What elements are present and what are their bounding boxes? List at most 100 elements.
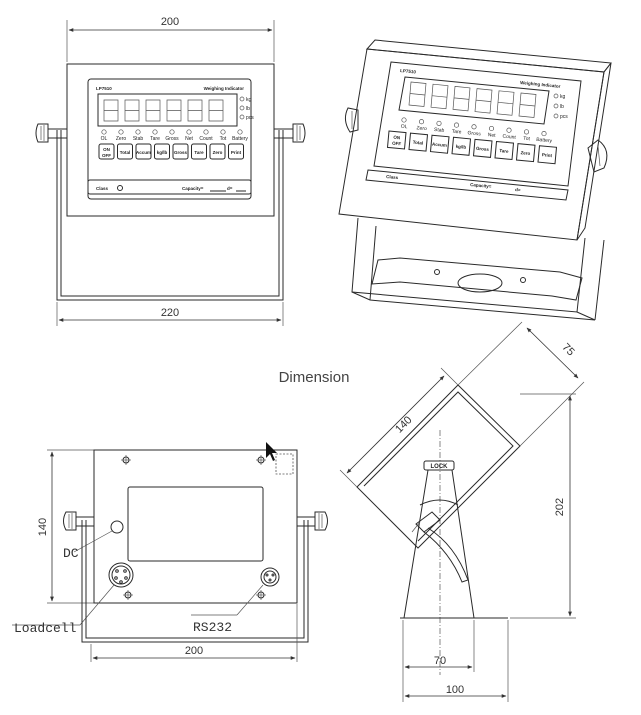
iso-key-label: Total — [413, 140, 424, 146]
front-key[interactable] — [117, 143, 133, 160]
front-key[interactable] — [154, 143, 170, 160]
front-device-label: Weighing Indicator — [204, 86, 245, 91]
front-key[interactable] — [98, 143, 115, 160]
front-key-label: Tare — [194, 150, 204, 155]
front-key-label: kg/lb — [157, 150, 168, 155]
front-digit — [124, 99, 140, 122]
iso-capacity-label: Capacity= — [470, 182, 492, 189]
front-indicator-label: Count — [199, 136, 213, 142]
iso-key[interactable] — [451, 136, 472, 156]
iso-indicator-led — [488, 125, 495, 132]
front-knob-right — [273, 123, 306, 143]
front-key[interactable] — [135, 143, 152, 160]
back-window — [127, 486, 264, 562]
iso-class-label: Class — [386, 174, 399, 180]
iso-capacity-suffix: d= — [515, 187, 521, 193]
iso-key[interactable] — [494, 140, 515, 161]
front-status-led — [239, 96, 245, 102]
iso-key[interactable] — [429, 134, 450, 154]
front-indicator-led — [186, 129, 192, 135]
iso-key-label: Tare — [499, 148, 509, 154]
front-status-led — [239, 105, 245, 111]
front-key[interactable] — [228, 143, 244, 160]
iso-indicator-led — [541, 131, 547, 137]
iso-key[interactable] — [408, 132, 429, 152]
iso-indicator-led — [453, 122, 460, 128]
front-key[interactable] — [172, 143, 189, 160]
iso-indicator-label: Stab — [434, 127, 445, 134]
front-digits — [103, 99, 224, 122]
iso-status-led-label: kg — [560, 94, 566, 100]
front-indicator-led — [101, 129, 107, 135]
iso-indicator-label: Count — [502, 134, 516, 141]
front-key-label: Zero — [213, 150, 223, 155]
drawing-title: Dimension — [279, 369, 350, 386]
side-view: LOCK 140 75 202 70 100 — [339, 321, 585, 702]
front-indicator-led — [152, 129, 158, 135]
side-dim-base-inner: 70 — [434, 655, 446, 667]
iso-digit — [430, 83, 449, 110]
iso-device-label: Weighing Indicator — [520, 80, 561, 89]
front-key[interactable] — [209, 143, 226, 160]
rs232-label: RS232 — [193, 620, 232, 635]
iso-indicator-label: Zero — [416, 125, 427, 132]
front-status-led-label: kg — [246, 97, 252, 103]
front-digit — [103, 99, 119, 122]
front-indicator-led — [220, 129, 226, 135]
iso-key-label-sub: OFF — [392, 141, 402, 147]
iso-display — [398, 76, 550, 125]
iso-key-label: Accum — [432, 141, 447, 147]
front-capacity-suffix: d= — [227, 186, 233, 191]
iso-key-label: kg/lb — [455, 144, 466, 150]
iso-status-led — [553, 93, 559, 99]
iso-key[interactable] — [515, 143, 536, 163]
side-dim-depth-line — [346, 375, 445, 474]
front-indicator-led — [118, 129, 124, 135]
iso-indicator-label: Net — [487, 132, 496, 139]
iso-key-label: ON — [393, 135, 400, 141]
front-indicator-label: Net — [185, 136, 193, 142]
front-knob-left — [35, 123, 68, 143]
cursor-icon — [266, 442, 277, 461]
front-key-label-sub: OFF — [102, 153, 111, 158]
dc-jack — [110, 520, 124, 534]
front-class-label: Class — [96, 186, 109, 191]
front-key-label: Gross — [174, 150, 188, 155]
iso-digit — [518, 92, 537, 118]
iso-digit — [496, 90, 515, 116]
front-key[interactable] — [191, 143, 207, 160]
side-dim-top-line — [526, 327, 579, 379]
iso-indicator-led — [471, 124, 477, 130]
back-view: 140 DC Loadcell — [12, 442, 328, 662]
side-dim-base-outer: 100 — [446, 684, 464, 696]
front-dim-bottom: 220 — [161, 307, 179, 319]
front-status-led-label: lb — [246, 106, 250, 112]
front-bracket — [56, 130, 284, 301]
iso-indicator-label: Battery — [536, 137, 553, 145]
front-display — [97, 93, 238, 127]
front-model: LP7510 — [96, 86, 112, 91]
iso-bracket — [351, 217, 586, 313]
front-digit — [187, 99, 203, 122]
iso-indicator-label: Gross — [467, 130, 481, 137]
front-indicator-label: Stab — [133, 136, 144, 142]
back-dim-height: 140 — [37, 518, 49, 536]
front-indicator-label: Gross — [165, 136, 179, 142]
iso-indicator-label: Tare — [451, 129, 461, 136]
iso-indicator-led — [401, 117, 407, 123]
loadcell-label: Loadcell — [14, 621, 77, 636]
iso-model: LP7510 — [400, 68, 417, 75]
iso-key[interactable] — [537, 145, 558, 165]
iso-key[interactable] — [472, 138, 493, 158]
loadcell-connector — [108, 562, 134, 588]
side-cable — [411, 511, 469, 583]
iso-status-led-label: lb — [560, 104, 564, 110]
front-indicator-led — [203, 129, 209, 135]
iso-key[interactable] — [386, 130, 407, 150]
